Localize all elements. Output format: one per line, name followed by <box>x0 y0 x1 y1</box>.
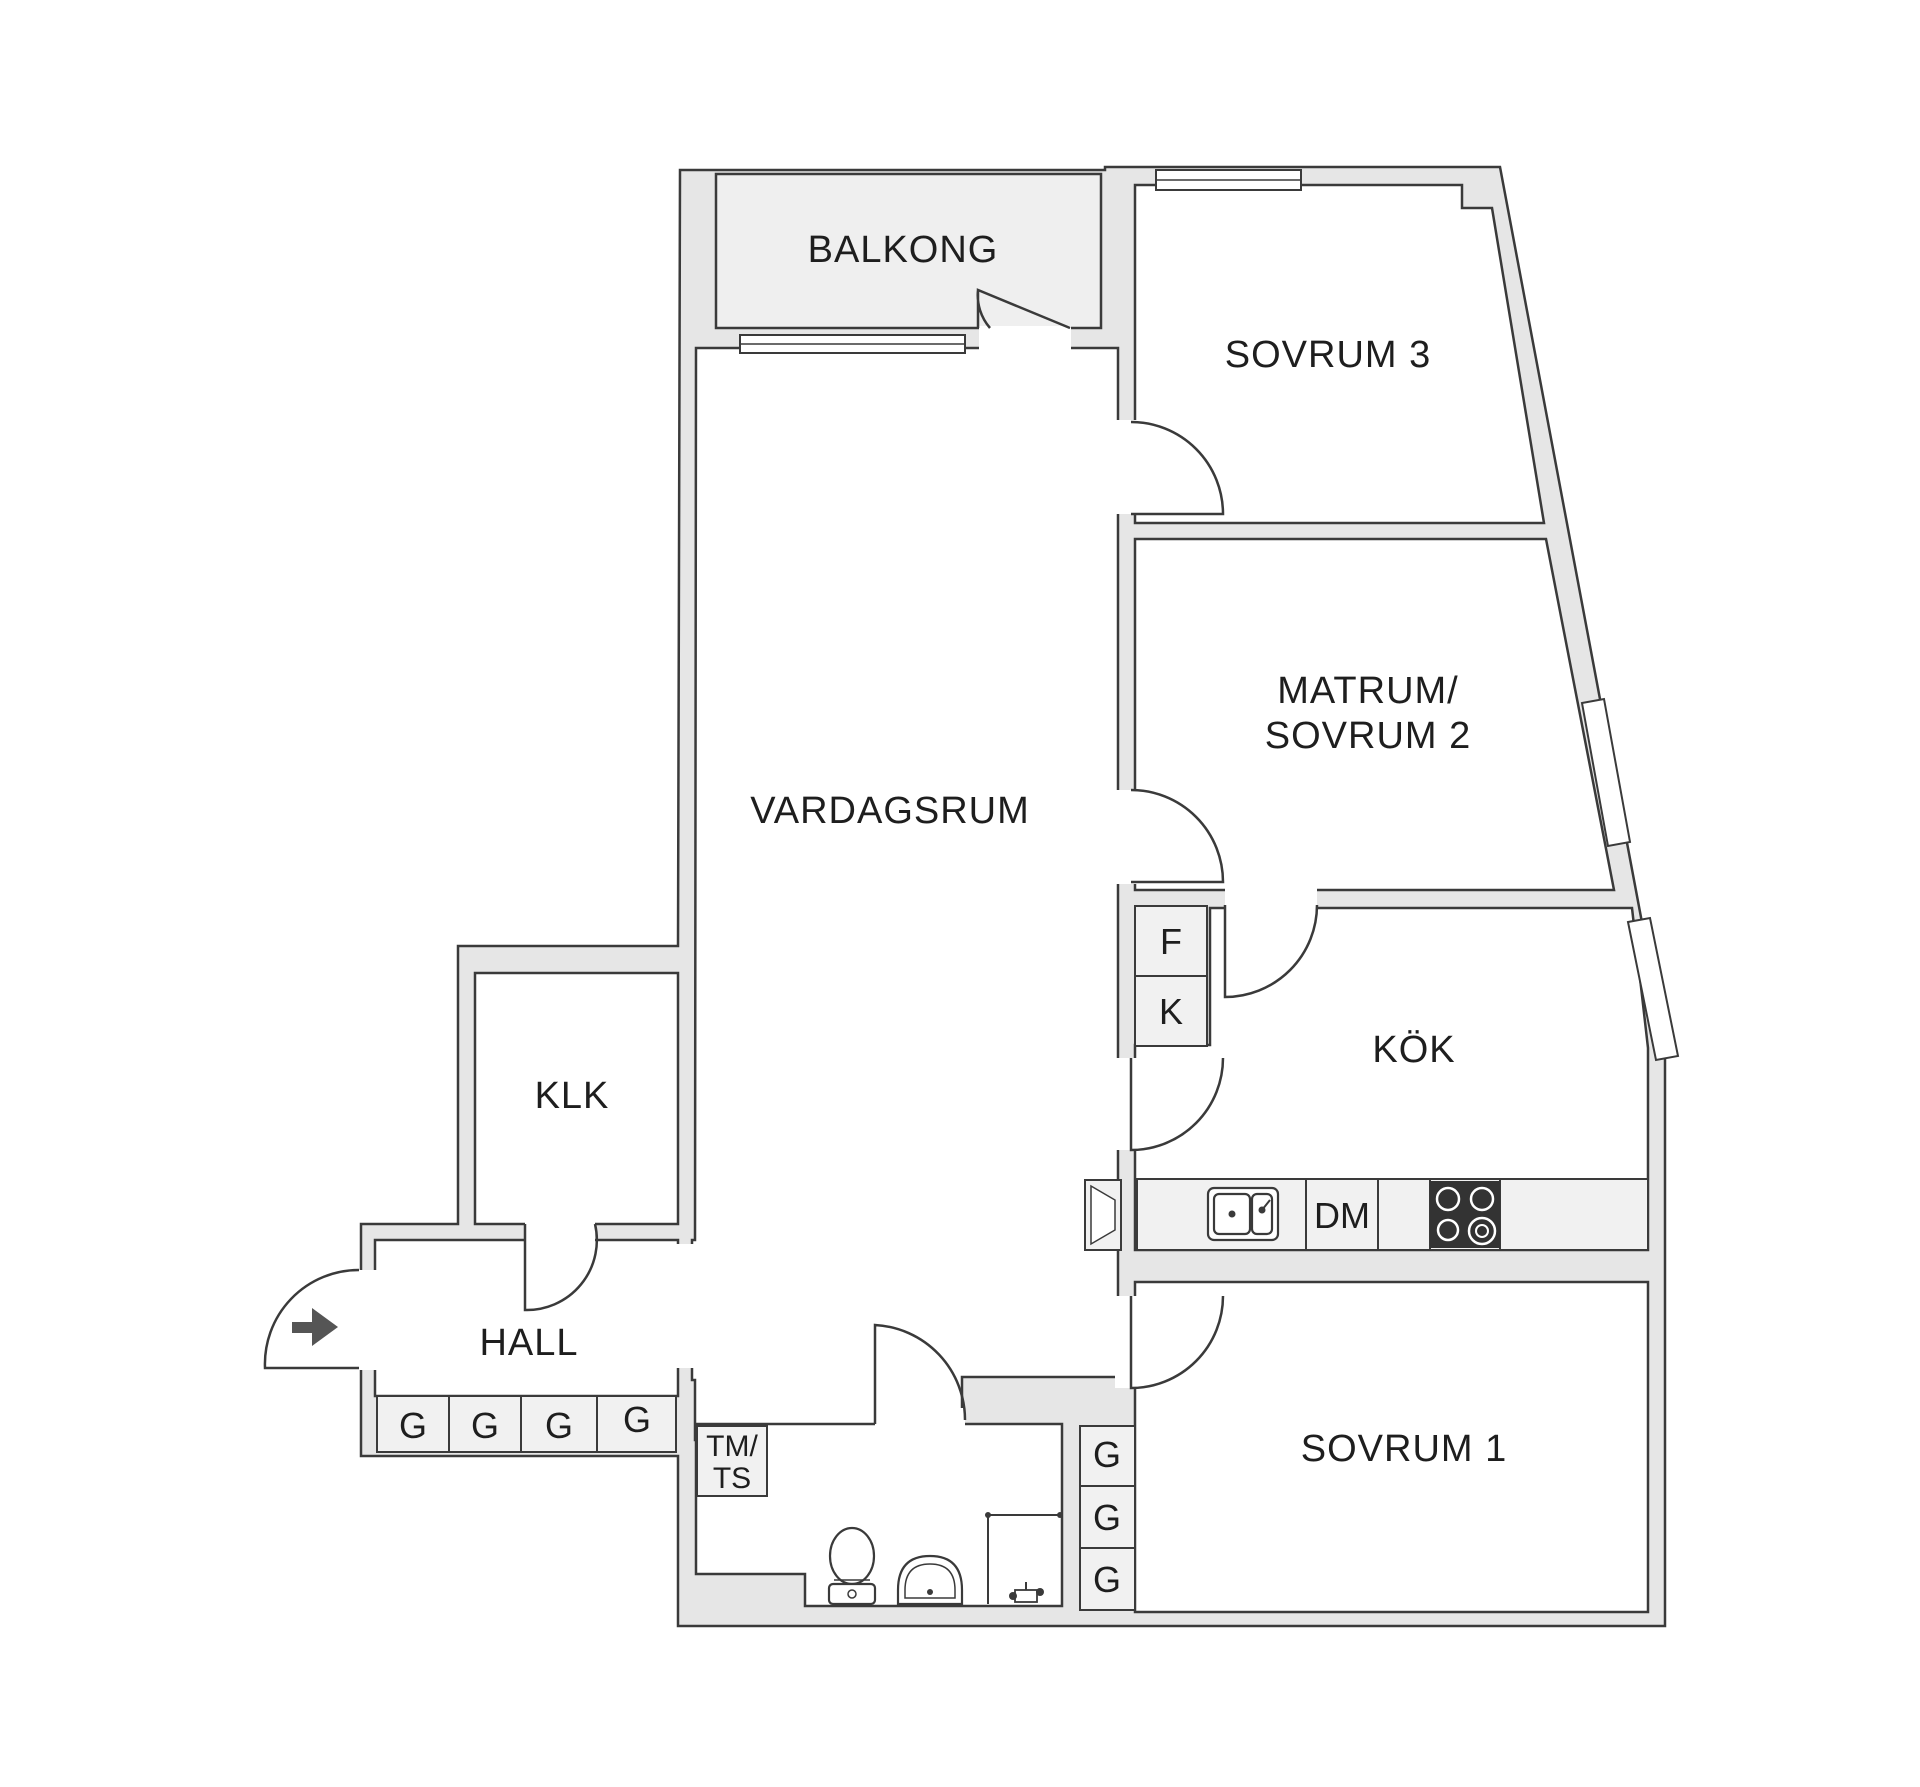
door-gap-sovrum1 <box>1115 1296 1139 1388</box>
wardrobe-hall-4 <box>596 1395 677 1453</box>
sovrum3-room <box>1133 183 1546 525</box>
freezer-label: K <box>1159 991 1183 1032</box>
window-kok <box>1626 916 1680 1062</box>
wardrobe-hall-label-4: G <box>623 1399 651 1440</box>
label-hall: HALL <box>479 1322 578 1364</box>
door-bathroom[interactable] <box>873 1323 967 1424</box>
door-matrum[interactable] <box>1130 788 1225 884</box>
wardrobe-hall-2 <box>448 1395 522 1453</box>
wardrobe-hall-label-3: G <box>545 1405 573 1446</box>
door-balcony[interactable] <box>976 288 1071 330</box>
label-balkong: BALKONG <box>808 229 999 271</box>
door-sovrum3[interactable] <box>1130 420 1225 516</box>
wardrobe-hall-3 <box>520 1395 598 1453</box>
wardrobe-s1-label-2: G <box>1093 1497 1121 1538</box>
label-sovrum1: SOVRUM 1 <box>1301 1428 1507 1470</box>
washbasin-icon <box>896 1554 964 1606</box>
stove-icon <box>1430 1181 1500 1248</box>
wardrobe-hall-label-1: G <box>399 1405 427 1446</box>
laundry-label-1: TM/ <box>706 1430 758 1463</box>
bathroom-room <box>694 1422 1064 1608</box>
door-gap-hall-living <box>676 1244 698 1368</box>
wardrobe-hall-label-2: G <box>471 1405 499 1446</box>
matrum-room <box>1133 537 1616 892</box>
label-sovrum3: SOVRUM 3 <box>1225 334 1431 376</box>
toilet-icon <box>827 1526 877 1606</box>
label-matrum-2: SOVRUM 2 <box>1265 715 1471 757</box>
wardrobe-s1-1 <box>1079 1425 1136 1487</box>
door-gap-klk <box>525 1220 595 1244</box>
entrance-arrow-icon <box>292 1308 338 1346</box>
door-gap-bathroom <box>875 1408 965 1428</box>
door-gap-entrance <box>357 1270 379 1370</box>
window-matrum <box>1580 697 1632 848</box>
klk-room <box>473 971 680 1226</box>
wardrobe-s1-3 <box>1079 1547 1136 1611</box>
shower-icon <box>985 1512 1063 1604</box>
hall-room <box>373 1238 680 1398</box>
fridge-unit <box>1134 905 1208 977</box>
label-vardagsrum: VARDAGSRUM <box>750 790 1030 832</box>
door-gap-sovrum3 <box>1115 420 1139 514</box>
door-kok[interactable] <box>1129 1057 1225 1152</box>
label-kok: KÖK <box>1372 1029 1455 1071</box>
laundry-unit <box>696 1425 768 1497</box>
door-gap-matrum-kok <box>1225 887 1317 911</box>
door-matrum-kok[interactable] <box>1223 904 1319 999</box>
balkong-room <box>714 172 1103 330</box>
vardagsrum-room <box>690 346 1120 1442</box>
door-gap-balcony <box>979 326 1071 350</box>
door-gap-kok <box>1115 1058 1139 1150</box>
wardrobe-s1-label-3: G <box>1093 1559 1121 1600</box>
door-klk[interactable] <box>523 1223 599 1312</box>
sink-icon <box>1206 1186 1280 1242</box>
door-gap-matrum <box>1115 790 1139 884</box>
sovrum1-room <box>1133 1280 1650 1614</box>
fridge-label: F <box>1160 921 1182 962</box>
laundry-label-2: TS <box>713 1462 751 1495</box>
dishwasher-label: DM <box>1314 1195 1370 1236</box>
label-matrum-1: MATRUM/ <box>1277 670 1459 712</box>
door-sovrum1[interactable] <box>1129 1295 1225 1390</box>
wardrobe-s1-label-1: G <box>1093 1434 1121 1475</box>
freezer-unit <box>1134 975 1208 1047</box>
door-entrance[interactable] <box>263 1268 360 1370</box>
chimney-icon <box>1084 1179 1122 1251</box>
label-klk: KLK <box>535 1075 610 1117</box>
